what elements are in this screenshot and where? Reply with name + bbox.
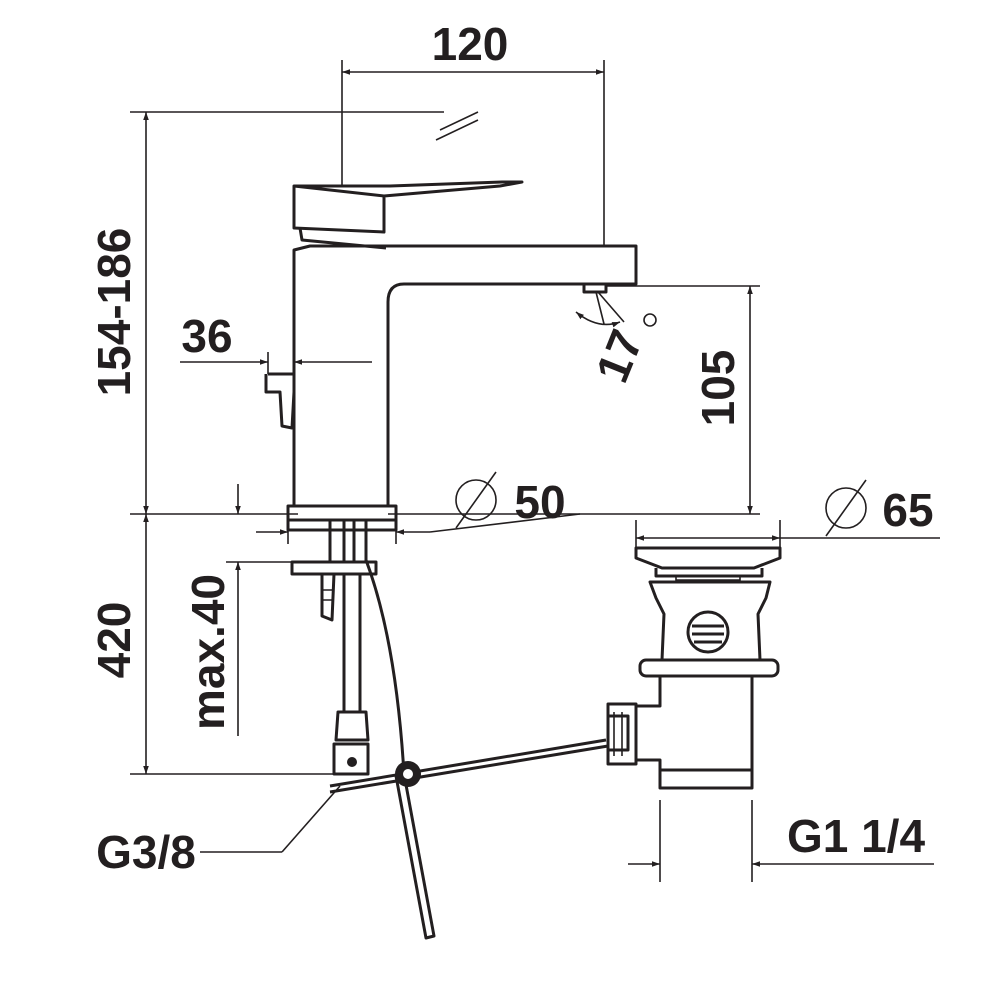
- label-36: 36: [181, 310, 232, 362]
- faucet-body: [292, 111, 638, 505]
- diameter-icon: [825, 479, 867, 537]
- diameter-icon: [455, 471, 497, 529]
- label-65: 65: [882, 484, 933, 536]
- lever-handle: [292, 180, 524, 234]
- label-50: 50: [514, 476, 565, 528]
- dim-g114: G1 1/4: [628, 800, 934, 882]
- aerator: [582, 284, 608, 294]
- degree-icon: [643, 313, 657, 327]
- dim-g38: G3/8: [96, 785, 341, 878]
- dim-diameter-50: 50: [256, 471, 581, 544]
- label-105: 105: [692, 350, 744, 427]
- label-g38: G3/8: [96, 826, 196, 878]
- label-max40: max.40: [182, 574, 234, 730]
- dim-105: 105: [606, 285, 760, 514]
- waste-valve: [606, 546, 782, 790]
- lever-hint-strokes: [435, 111, 479, 141]
- label-420: 420: [88, 602, 140, 679]
- popup-rod-linkage: [329, 738, 609, 794]
- dim-420: 420: [88, 514, 334, 775]
- dim-154-186: 154-186: [88, 111, 444, 514]
- label-g114: G1 1/4: [787, 810, 926, 862]
- label-17: 17: [585, 323, 652, 390]
- dim-diameter-65: 65: [635, 479, 940, 548]
- dim-angle-17: 17: [575, 291, 657, 390]
- label-120: 120: [432, 18, 509, 70]
- popup-knob: [264, 372, 296, 430]
- dim-120: 120: [341, 18, 605, 246]
- label-154-186: 154-186: [88, 228, 140, 397]
- dim-36: 36: [180, 310, 372, 374]
- base-mount: [286, 504, 436, 940]
- dim-max40: max.40: [182, 484, 292, 736]
